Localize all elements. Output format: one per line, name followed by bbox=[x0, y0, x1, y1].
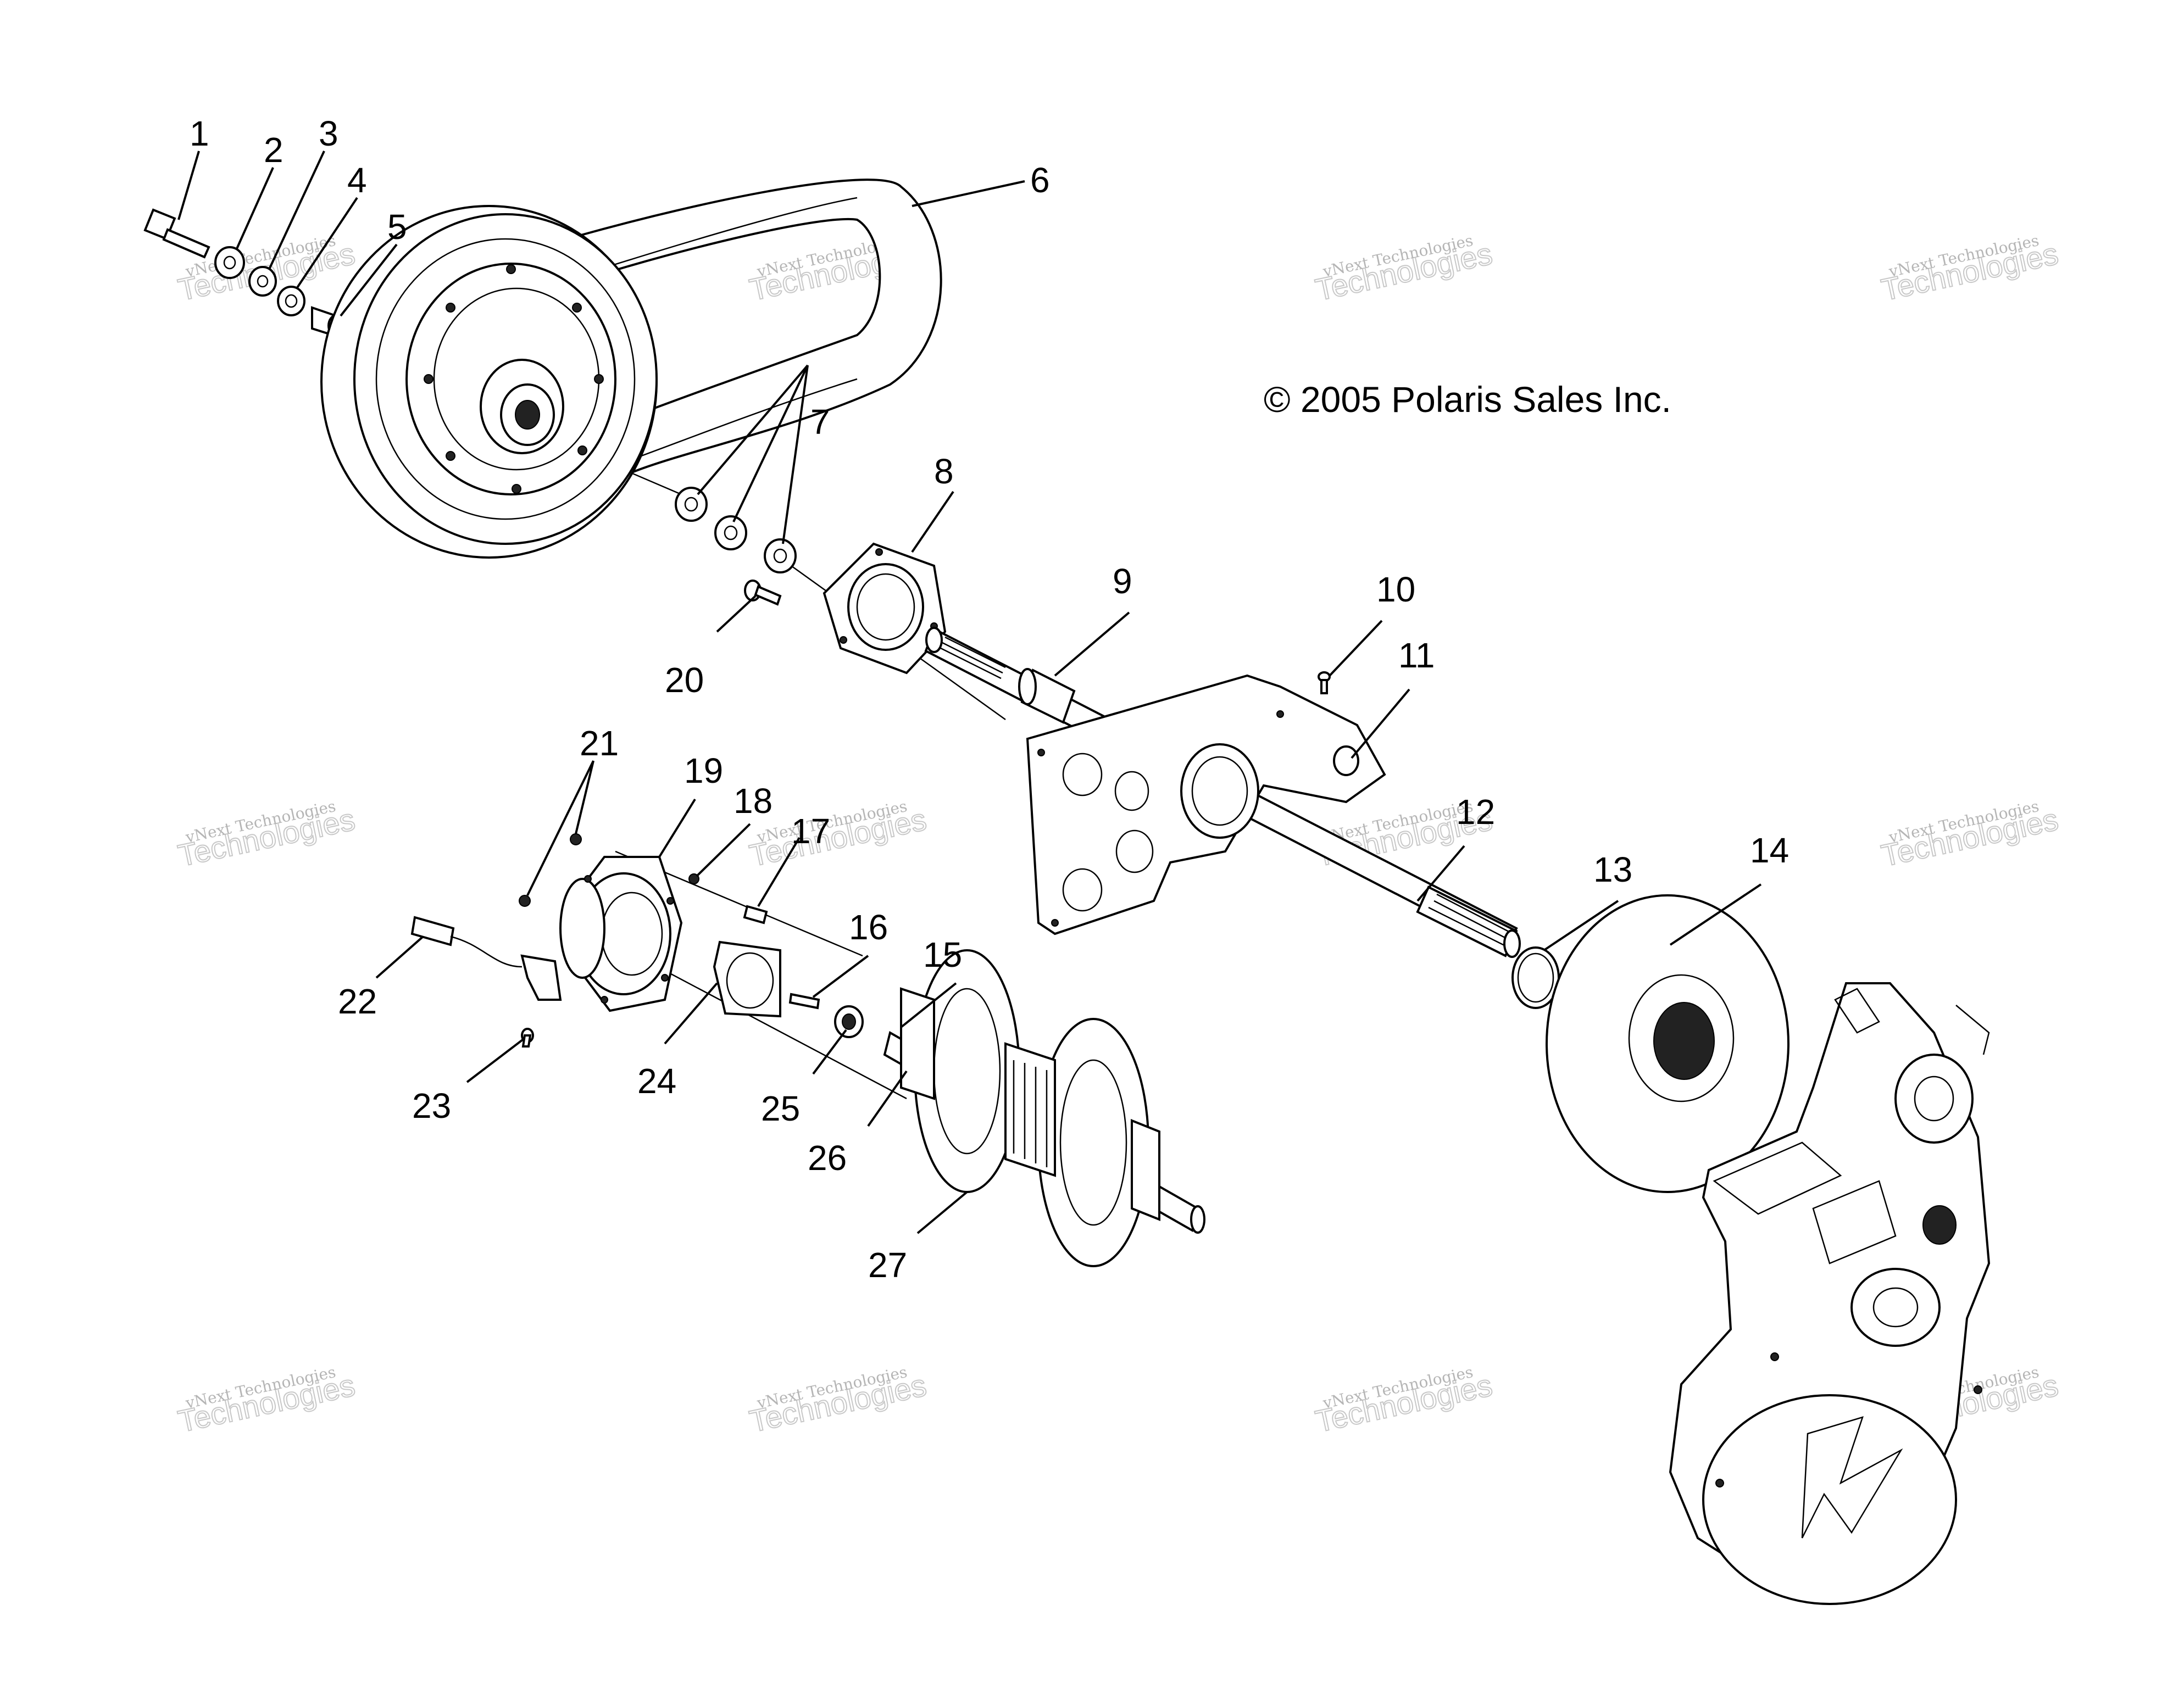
callout-19: 19 bbox=[684, 751, 723, 790]
callout-26: 26 bbox=[808, 1138, 847, 1178]
bolt-and-washers bbox=[143, 208, 345, 338]
part-6-clutch-and-belt bbox=[320, 179, 942, 559]
part-14-brake-disc bbox=[1546, 894, 1790, 1193]
callout-5: 5 bbox=[387, 207, 407, 247]
callout-21: 21 bbox=[580, 723, 619, 763]
callout-18: 18 bbox=[733, 781, 773, 821]
part-22-speed-sensor bbox=[410, 916, 562, 1001]
part-24-gasket bbox=[713, 940, 781, 1018]
drive-belt bbox=[575, 179, 942, 474]
callout-10: 10 bbox=[1376, 570, 1415, 609]
callout-4: 4 bbox=[347, 160, 367, 200]
part-19-bearing-plate bbox=[559, 856, 683, 1012]
callout-9: 9 bbox=[1113, 561, 1132, 601]
part-21-nut bbox=[570, 833, 582, 845]
callout-6: 6 bbox=[1030, 160, 1050, 200]
chaincase-assembly bbox=[1669, 982, 1991, 1605]
callout-1: 1 bbox=[190, 114, 209, 153]
part-10-screw bbox=[1318, 671, 1331, 694]
callout-20: 20 bbox=[665, 660, 704, 700]
callout-8: 8 bbox=[934, 452, 954, 491]
part-3-washer bbox=[248, 266, 277, 297]
callout-15: 15 bbox=[923, 935, 962, 974]
copyright-notice: © 2005 Polaris Sales Inc. bbox=[1264, 379, 1671, 420]
callout-12: 12 bbox=[1456, 792, 1495, 832]
part-1-bolt-shank bbox=[162, 228, 210, 259]
part-16-screw bbox=[788, 993, 820, 1010]
callout-13: 13 bbox=[1593, 850, 1632, 889]
part-17-pin bbox=[743, 905, 768, 924]
part-7-washers bbox=[675, 487, 797, 573]
part-20-screw bbox=[744, 580, 782, 606]
callout-7: 7 bbox=[810, 402, 830, 442]
part-27-drive-shaft bbox=[883, 949, 1205, 1267]
part-18-nut bbox=[688, 873, 699, 884]
callout-2: 2 bbox=[264, 130, 284, 170]
part-23-screw bbox=[521, 1028, 534, 1048]
callout-3: 3 bbox=[319, 114, 338, 153]
part-4-washer bbox=[277, 286, 305, 316]
callout-numbers: 1 2 3 4 5 6 7 8 9 10 11 12 13 14 15 16 1… bbox=[190, 114, 1789, 1285]
callout-16: 16 bbox=[849, 907, 888, 947]
callout-27: 27 bbox=[868, 1245, 907, 1285]
callout-14: 14 bbox=[1750, 831, 1789, 870]
callout-22: 22 bbox=[338, 982, 377, 1021]
part-2-washer bbox=[214, 246, 245, 279]
callout-11: 11 bbox=[1398, 636, 1435, 675]
leader-lines bbox=[177, 151, 1762, 1234]
callout-17: 17 bbox=[791, 811, 830, 851]
callout-24: 24 bbox=[637, 1061, 676, 1101]
callout-25: 25 bbox=[761, 1089, 800, 1128]
part-21-nut bbox=[519, 895, 531, 907]
callout-23: 23 bbox=[412, 1086, 451, 1126]
part-25-gear bbox=[834, 1005, 864, 1038]
part-8-bearing-flange bbox=[823, 542, 947, 675]
part-11-bracket bbox=[1026, 674, 1386, 935]
